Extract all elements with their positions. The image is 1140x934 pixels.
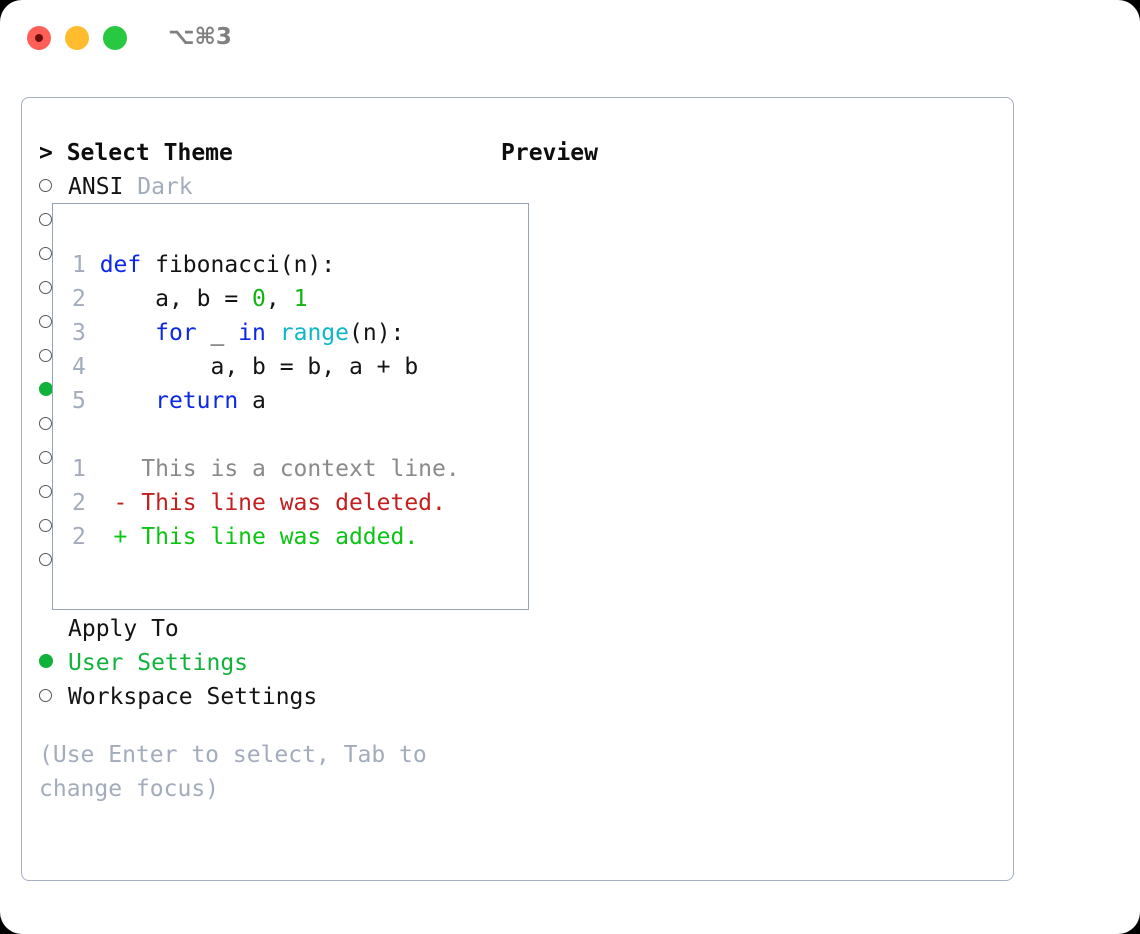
line-number: 4 bbox=[72, 354, 100, 380]
maximize-button[interactable] bbox=[103, 26, 127, 50]
radio-dot bbox=[39, 417, 52, 430]
theme-item-0[interactable]: ANSI Dark bbox=[39, 170, 489, 204]
radio-dot bbox=[39, 519, 52, 532]
radio-empty-icon[interactable] bbox=[39, 204, 68, 238]
code-token bbox=[266, 320, 280, 346]
radio-dot bbox=[39, 349, 52, 362]
radio-empty-icon[interactable] bbox=[39, 272, 68, 306]
radio-empty-icon[interactable] bbox=[39, 340, 68, 374]
radio-dot bbox=[39, 315, 52, 328]
preview-column: Preview bbox=[501, 136, 1001, 170]
close-button[interactable] bbox=[27, 26, 51, 50]
code-line: 1 def fibonacci(n): bbox=[72, 248, 418, 282]
radio-dot bbox=[39, 213, 52, 226]
code-token: a, b = b, a + b bbox=[99, 354, 419, 380]
radio-dot bbox=[39, 689, 52, 702]
radio-empty-icon[interactable] bbox=[39, 408, 68, 442]
radio-empty-icon[interactable] bbox=[39, 476, 68, 510]
diff-text: This is a context line. bbox=[113, 456, 460, 482]
preview-header: Preview bbox=[501, 140, 598, 166]
code-token: def bbox=[99, 252, 142, 278]
minimize-button[interactable] bbox=[65, 26, 89, 50]
radio-dot bbox=[39, 654, 53, 668]
title-bar: ⌥⌘3 bbox=[0, 0, 1140, 76]
radio-empty-icon[interactable] bbox=[39, 544, 68, 578]
line-number: 2 bbox=[72, 490, 114, 516]
line-number: 2 bbox=[72, 286, 100, 312]
apply-item-0[interactable]: User Settings bbox=[39, 646, 489, 680]
code-token: 0 bbox=[252, 286, 266, 312]
radio-dot bbox=[39, 382, 53, 396]
line-number: 2 bbox=[72, 524, 114, 550]
line-number: 1 bbox=[72, 252, 100, 278]
radio-empty-icon[interactable] bbox=[39, 170, 68, 204]
code-token: , bbox=[265, 286, 294, 312]
select-theme-header: > Select Theme bbox=[39, 140, 233, 166]
radio-dot bbox=[39, 247, 52, 260]
radio-dot bbox=[39, 485, 52, 498]
line-number: 5 bbox=[72, 388, 100, 414]
line-number: 3 bbox=[72, 320, 100, 346]
radio-empty-icon[interactable] bbox=[39, 510, 68, 544]
apply-to-header: Apply To bbox=[68, 616, 179, 642]
code-token bbox=[100, 320, 155, 346]
code-token: for bbox=[155, 320, 197, 346]
diff-line: 2 - This line was deleted. bbox=[72, 486, 460, 520]
radio-dot bbox=[39, 281, 52, 294]
radio-dot bbox=[39, 179, 52, 192]
diff-text: - This line was deleted. bbox=[113, 490, 446, 516]
code-token: _ bbox=[196, 320, 239, 346]
radio-empty-icon[interactable] bbox=[39, 442, 68, 476]
theme-item-label: ANSI bbox=[68, 174, 124, 200]
diff-line: 1 This is a context line. bbox=[72, 452, 460, 486]
radio-dot bbox=[39, 451, 52, 464]
diff-text: + This line was added. bbox=[113, 524, 419, 550]
diff-line: 2 + This line was added. bbox=[72, 520, 460, 554]
code-token: (n): bbox=[349, 320, 405, 346]
keyboard-shortcut-label: ⌥⌘3 bbox=[168, 24, 232, 50]
radio-empty-icon[interactable] bbox=[39, 306, 68, 340]
theme-item-variant: Dark bbox=[123, 174, 193, 200]
apply-item-1[interactable]: Workspace Settings bbox=[39, 680, 489, 714]
apply-item-label: User Settings bbox=[68, 650, 249, 676]
code-token: in bbox=[238, 320, 266, 346]
code-token: range bbox=[279, 320, 349, 346]
apply-item-label: Workspace Settings bbox=[68, 684, 318, 710]
code-token: a bbox=[238, 388, 266, 414]
radio-dot bbox=[39, 553, 52, 566]
code-line: 5 return a bbox=[72, 384, 418, 418]
hint-spacer bbox=[39, 714, 489, 738]
code-token: fibonacci(n): bbox=[141, 252, 336, 278]
radio-selected-icon[interactable] bbox=[39, 646, 68, 680]
line-number: 1 bbox=[72, 456, 114, 482]
code-token: a, b = bbox=[99, 286, 253, 312]
main-panel: > Select Theme ANSI DarkAtom One DarkAyu… bbox=[21, 97, 1014, 881]
radio-empty-icon[interactable] bbox=[39, 680, 68, 714]
keyboard-hint: (Use Enter to select, Tab to change focu… bbox=[39, 742, 427, 802]
code-line: 4 a, b = b, a + b bbox=[72, 350, 418, 384]
code-token: return bbox=[155, 388, 239, 414]
window-controls bbox=[27, 26, 127, 50]
code-line: 2 a, b = 0, 1 bbox=[72, 282, 418, 316]
code-token: 1 bbox=[293, 286, 308, 312]
diff-sample: 1 This is a context line.2 - This line w… bbox=[72, 452, 460, 554]
code-line: 3 for _ in range(n): bbox=[72, 316, 418, 350]
radio-empty-icon[interactable] bbox=[39, 238, 68, 272]
code-token bbox=[100, 388, 155, 414]
radio-selected-icon[interactable] bbox=[39, 374, 68, 408]
